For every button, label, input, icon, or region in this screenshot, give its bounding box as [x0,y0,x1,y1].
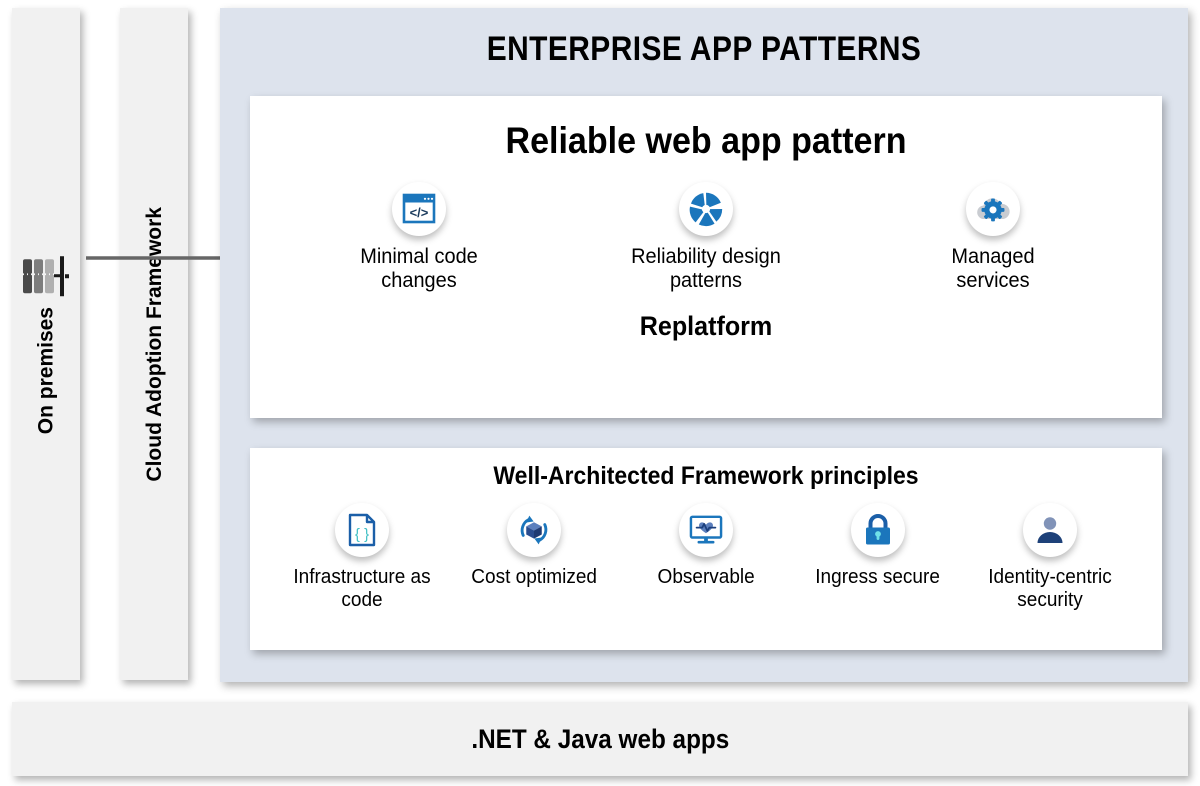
code-window-icon: </> [392,182,447,236]
item-label: Cost optimized [471,566,597,588]
box-recycle-icon [507,503,561,557]
reliable-web-app-pattern-items: </> Minimal code changes [250,182,1162,293]
cloud-adoption-framework-panel: Cloud Adoption Framework [120,8,188,680]
aperture-icon [678,182,733,236]
item-label: Managed services [951,245,1035,293]
well-architected-framework-items: { } Infrastructure as code [250,503,1162,612]
item-label: Ingress secure [815,566,941,588]
item-observable[interactable]: Observable [620,503,792,589]
on-premises-label: On premises [34,307,58,435]
on-premises-panel: On premises [12,8,80,680]
item-label: Infrastructure as code [293,566,431,611]
monitor-heartbeat-icon [679,503,733,557]
item-label: Reliability design patterns [631,245,781,293]
item-minimal-code-changes[interactable]: </> Minimal code changes [319,182,519,293]
svg-text:{ }: { } [355,526,369,543]
replatform-label: Replatform [639,311,773,342]
reliable-web-app-pattern-title: Reliable web app pattern [505,120,907,161]
bottom-bar: .NET & Java web apps [12,702,1188,776]
reliable-web-app-pattern-card: Reliable web app pattern </> Minimal cod… [250,96,1162,418]
svg-text:</>: </> [410,205,429,220]
item-identity-centric-security[interactable]: Identity-centric security [964,503,1136,612]
on-premises-content: On premises [23,253,69,435]
item-label: Identity-centric security [988,566,1112,611]
server-rack-icon [23,256,69,297]
item-label: Observable [657,566,755,588]
well-architected-framework-card: Well-Architected Framework principles { … [250,448,1162,650]
gear-cloud-icon [965,182,1020,236]
well-architected-framework-title: Well-Architected Framework principles [493,462,919,490]
item-label: Minimal code changes [360,245,479,293]
page-title: ENTERPRISE APP PATTERNS [486,30,922,68]
cloud-adoption-framework-label: Cloud Adoption Framework [142,206,166,482]
document-braces-icon: { } [335,503,389,557]
padlock-icon [851,503,905,557]
bottom-bar-label: .NET & Java web apps [471,723,729,754]
cloud-adoption-framework-content: Cloud Adoption Framework [142,206,166,482]
item-ingress-secure[interactable]: Ingress secure [792,503,964,589]
item-reliability-design-patterns[interactable]: Reliability design patterns [606,182,806,293]
item-infrastructure-as-code[interactable]: { } Infrastructure as code [276,503,448,612]
item-managed-services[interactable]: Managed services [893,182,1093,293]
person-icon [1023,503,1077,557]
enterprise-app-patterns-panel: ENTERPRISE APP PATTERNS Reliable web app… [220,8,1188,682]
item-cost-optimized[interactable]: Cost optimized [448,503,620,589]
